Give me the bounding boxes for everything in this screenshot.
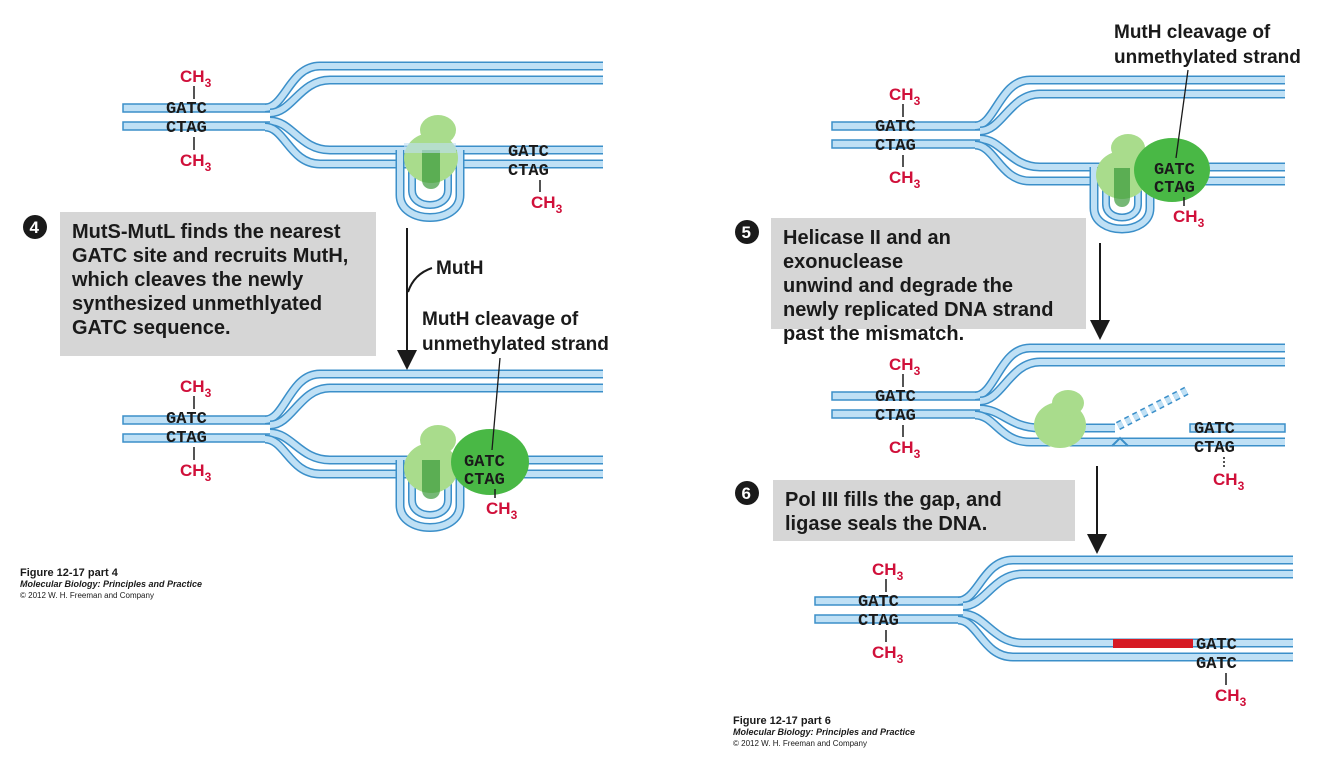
ch3-label: CH3: [889, 85, 921, 108]
ch3-label: CH3: [889, 438, 921, 461]
muts-mutl-protein: [1111, 134, 1145, 162]
figure-caption-part6: Figure 12-17 part 6 Molecular Biology: P…: [733, 716, 915, 749]
ch3-label: CH3: [180, 377, 212, 400]
step-badge-5: [735, 220, 759, 244]
muth-cleavage-label: MutH cleavage of: [422, 309, 579, 330]
gatc-label: GATC: [1194, 420, 1235, 439]
ch3-label: CH3: [531, 193, 563, 216]
dna-duplex-right: [1189, 423, 1286, 433]
sequence-labels: GATC CTAG GATC CTAG GATC CTAG GATC CTAG …: [166, 100, 1237, 674]
ctag-label: CTAG: [464, 471, 505, 490]
gatc-label: GATC: [1196, 636, 1237, 655]
figure-caption-part4: Figure 12-17 part 4 Molecular Biology: P…: [20, 568, 202, 601]
step-4-description: MutS-MutL finds the nearest GATC site an…: [60, 212, 376, 356]
helicase-protein: [1052, 390, 1084, 416]
cleavage-callout: [1175, 69, 1189, 159]
muth-protein: [1134, 138, 1210, 202]
ch3-label: CH3: [180, 461, 212, 484]
ctag-label: CTAG: [166, 429, 207, 448]
ch3-label: CH3: [180, 151, 212, 174]
muts-mutl-protein: [420, 115, 456, 145]
step-badges: 4 5 6: [23, 215, 759, 505]
gatc-label: GATC: [1196, 655, 1237, 674]
callout-labels: MutH MutH cleavage of unmethylated stran…: [422, 22, 1301, 355]
dna-strand: [269, 383, 603, 430]
repaired-gap: [1113, 639, 1193, 648]
muth-label: MutH: [436, 258, 483, 279]
step-number: 4: [30, 218, 40, 237]
step-number: 6: [742, 484, 751, 503]
dna-strand: [962, 569, 1293, 611]
step-5-description: Helicase II and an exonuclease unwind an…: [771, 218, 1086, 345]
muth-callout: [407, 267, 433, 293]
caption-book: Molecular Biology: Principles and Practi…: [20, 579, 203, 589]
gatc-label: GATC: [166, 410, 207, 429]
cleavage-callout: [491, 357, 501, 451]
dna-strand: [269, 75, 603, 118]
ctag-label: CTAG: [508, 162, 549, 181]
caption-copyright: © 2012 W. H. Freeman and Company: [733, 739, 867, 748]
muth-cleavage-label: MutH cleavage of: [1114, 22, 1271, 43]
caption-title: Figure 12-17 part 6: [733, 715, 831, 727]
ch3-label: CH3: [889, 168, 921, 191]
ctag-label: CTAG: [166, 119, 207, 138]
ctag-label: CTAG: [875, 137, 916, 156]
ctag-label: CTAG: [875, 407, 916, 426]
ch3-label: CH3: [872, 643, 904, 666]
gatc-label: GATC: [1154, 161, 1195, 180]
methyl-labels: CH3 CH3 CH3 CH3 CH3 CH3 CH3 CH3 CH3 CH3 …: [180, 67, 1247, 709]
step-number: 5: [742, 223, 751, 242]
muth-cleavage-label: unmethylated strand: [1114, 47, 1301, 68]
muth-cleavage-label: unmethylated strand: [422, 334, 609, 355]
methyl-groups: [193, 86, 1227, 685]
ctag-label: CTAG: [858, 612, 899, 631]
dna-strand: [264, 369, 603, 425]
gatc-label: GATC: [464, 453, 505, 472]
gatc-label: GATC: [508, 143, 549, 162]
step-badge-4: [23, 215, 47, 239]
ch3-label: CH3: [872, 560, 904, 583]
gatc-label: GATC: [166, 100, 207, 119]
ch3-label: CH3: [1215, 686, 1247, 709]
caption-title: Figure 12-17 part 4: [20, 567, 118, 579]
ch3-label: CH3: [486, 499, 518, 522]
panel-4-before: [122, 61, 603, 222]
step-6-description: Pol III fills the gap, and ligase seals …: [773, 480, 1075, 541]
ch3-label: CH3: [1213, 470, 1245, 493]
step-badge-6: [735, 481, 759, 505]
panel-6: [814, 555, 1293, 662]
caption-copyright: © 2012 W. H. Freeman and Company: [20, 591, 154, 600]
panel-4-after: [122, 369, 603, 532]
muth-protein: [451, 429, 529, 495]
gatc-label: GATC: [875, 118, 916, 137]
ctag-label: CTAG: [1194, 439, 1235, 458]
caption-book: Molecular Biology: Principles and Practi…: [733, 727, 916, 737]
ch3-label: CH3: [889, 355, 921, 378]
arrows: [397, 69, 1189, 554]
muts-mutl-protein: [420, 425, 456, 455]
ch3-label: CH3: [180, 67, 212, 90]
panel-5-after: [831, 343, 1286, 448]
ctag-label: CTAG: [1154, 179, 1195, 198]
ch3-label: CH3: [1173, 207, 1205, 230]
gatc-label: GATC: [875, 388, 916, 407]
panel-5-before: [831, 75, 1285, 234]
gatc-label: GATC: [858, 593, 899, 612]
dna-nick: [1111, 436, 1129, 447]
